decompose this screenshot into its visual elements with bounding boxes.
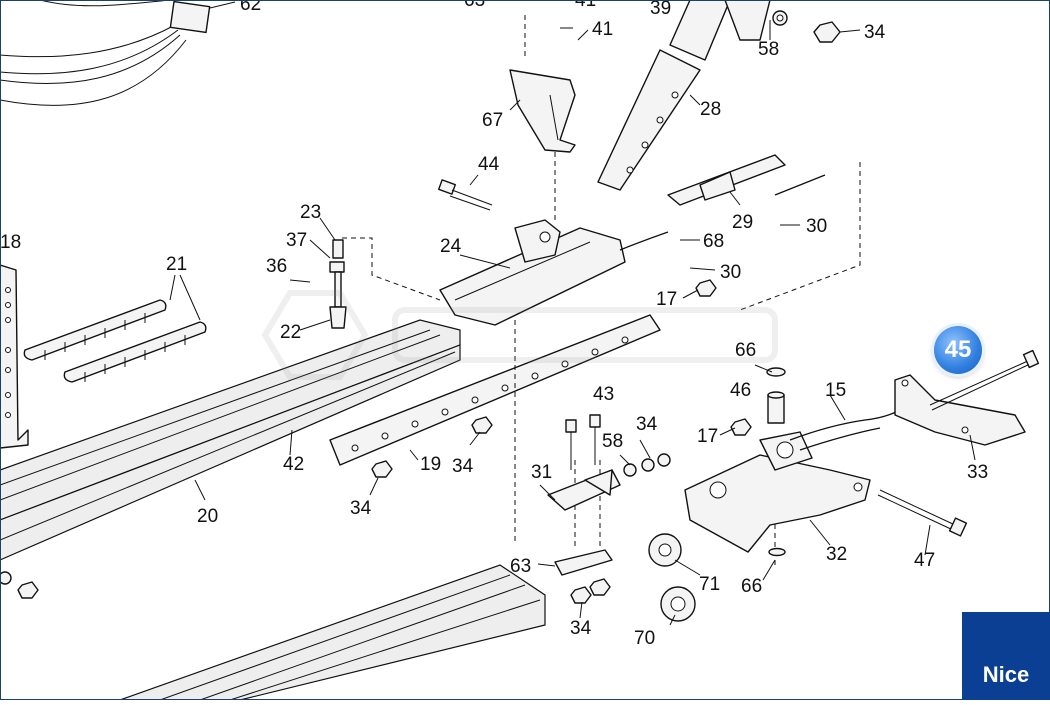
callout-62: 62 [240, 0, 261, 15]
part-71-sprocket [648, 533, 696, 622]
chain-upper [619, 174, 826, 251]
callout-66-top: 66 [735, 340, 756, 361]
callout-30: 30 [720, 262, 741, 283]
callout-71: 71 [699, 574, 720, 595]
callout-63: 63 [510, 556, 531, 577]
highlight-callout-45[interactable]: 45 [934, 326, 982, 374]
part-62-wire-harness [0, 0, 211, 106]
callout-22: 22 [280, 322, 301, 343]
highlight-label: 45 [944, 336, 972, 363]
callout-43: 43 [593, 384, 614, 405]
part-19-perforated-bar [329, 314, 661, 466]
part-43-screws [565, 414, 601, 470]
part-20-rail [0, 319, 461, 561]
callout-18: 18 [0, 232, 21, 253]
part-22-shaft [329, 239, 347, 329]
part-39-bracket [724, 0, 771, 41]
callout-39: 39 [650, 0, 671, 19]
part-45-long-screw [929, 349, 1040, 411]
callout-34-bottom: 34 [570, 618, 592, 639]
part-32-trolley [684, 431, 871, 553]
part-18-bracket [0, 264, 29, 449]
callout-63-top: 63 [464, 0, 485, 11]
callout-34-top: 34 [864, 22, 886, 43]
callout-labels: 62 63 41 41 39 58 34 28 67 44 18 23 37 2… [0, 0, 988, 649]
part-21-clips [23, 299, 207, 383]
callout-44: 44 [478, 154, 500, 175]
callout-58: 58 [602, 431, 623, 452]
part-47-bolt [877, 489, 968, 537]
callout-19: 19 [420, 454, 441, 475]
part-rail-lower [119, 564, 546, 701]
leader-lines [169, 1, 976, 626]
part-28-arm [597, 0, 731, 191]
part-29-slide [667, 154, 786, 206]
callout-20: 20 [197, 506, 218, 527]
callout-41: 41 [592, 19, 613, 40]
callout-41-top: 41 [575, 0, 596, 11]
callout-68: 68 [703, 231, 724, 252]
part-33-end-bracket [894, 374, 1026, 446]
callout-24: 24 [440, 236, 462, 257]
part-46-pin [766, 367, 786, 557]
callout-31: 31 [531, 462, 552, 483]
callout-34-mid: 34 [452, 456, 474, 477]
callout-30-right: 30 [806, 216, 827, 237]
callout-17: 17 [697, 426, 718, 447]
part-31-bracket [547, 469, 621, 511]
part-44-screw [438, 179, 493, 211]
part-24-carriage [439, 219, 626, 326]
bar-holes [351, 336, 629, 452]
part-67-bracket [509, 69, 576, 153]
part-63-plate [554, 549, 613, 576]
part-nuts [17, 10, 841, 604]
callout-23: 23 [300, 202, 321, 223]
callout-66: 66 [741, 576, 762, 597]
callout-29: 29 [732, 212, 753, 233]
callout-42: 42 [283, 454, 304, 475]
part-bottom-left-fasteners [0, 571, 12, 585]
brand-logo: Nice [962, 612, 1050, 700]
callout-17-top: 17 [656, 289, 677, 310]
callout-36: 36 [266, 256, 287, 277]
callout-46: 46 [730, 380, 751, 401]
callout-34-upper-right: 34 [636, 414, 658, 435]
part-15-chain [789, 409, 901, 451]
callout-37: 37 [286, 230, 307, 251]
callout-15: 15 [825, 380, 846, 401]
callout-67: 67 [482, 110, 503, 131]
callout-58-top: 58 [758, 39, 779, 60]
callout-32: 32 [826, 544, 847, 565]
callout-28: 28 [700, 99, 721, 120]
callout-21: 21 [166, 254, 187, 275]
brand-text: Nice [982, 662, 1030, 687]
callout-70: 70 [634, 628, 655, 649]
callout-34-left: 34 [350, 498, 372, 519]
callout-33: 33 [967, 462, 988, 483]
callout-47: 47 [914, 550, 935, 571]
